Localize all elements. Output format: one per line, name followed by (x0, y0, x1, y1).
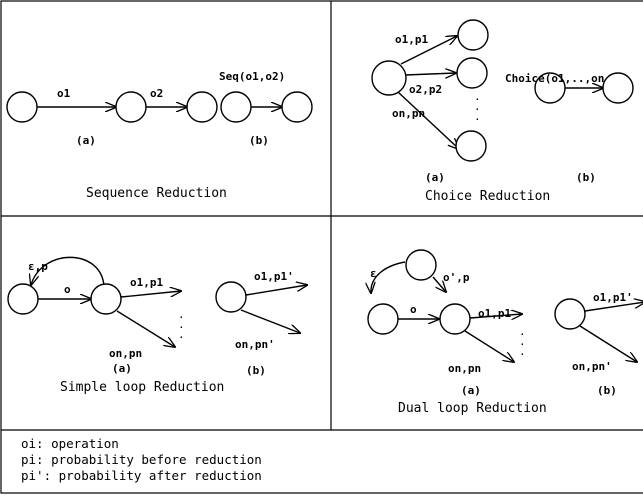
sequence-graph-a: o1 o2 (a) (6, 87, 218, 147)
choice-graph-a: . . . o1,p1 o2,p2 on,pn (a) (371, 19, 489, 184)
subfigure-label-b: (b) (246, 364, 266, 377)
state-node (534, 72, 566, 104)
edge-label-on-pn-prime: on,pn' (235, 338, 275, 351)
seq-result-label: Seq(o1,o2) (219, 70, 285, 83)
panel-caption-dual-loop: Dual loop Reduction (398, 401, 547, 416)
edge-label-on-pn-prime: on,pn' (572, 360, 612, 373)
ellipsis-dots: . (178, 318, 185, 331)
state-node (367, 303, 399, 335)
simple-loop-graph-b: o1,p1' on,pn' (b) (215, 270, 307, 377)
subfigure-label-a: (a) (461, 384, 481, 397)
choice-result-label: Choice(o1,..,on (505, 72, 604, 85)
subfigure-label-b: (b) (576, 171, 596, 184)
state-node (456, 57, 488, 89)
edge-label-o1-p1: o1,p1 (395, 33, 428, 46)
edge-label-on-pn: on,pn (109, 347, 142, 360)
sequence-panel: o1 o2 (a) Seq(o1,o2) (b) Sequence Reduct… (6, 70, 313, 201)
loop-label-epsilon-p: ε,p (28, 260, 48, 273)
state-node (7, 283, 39, 315)
edge-label-o: o (410, 303, 417, 316)
legend-item: oi: operation (21, 436, 119, 451)
dual-loop-graph-a: . . . ε o',p o o1,p1 on,pn (a) (367, 249, 526, 397)
subfigure-label-a: (a) (76, 134, 96, 147)
legend-item: pi: probability before reduction (21, 452, 262, 467)
state-node (186, 91, 218, 123)
panel-caption-choice: Choice Reduction (425, 189, 550, 204)
state-node (455, 130, 487, 162)
subfigure-label-a: (a) (425, 171, 445, 184)
state-node (6, 91, 38, 123)
loop-label-o-prime-p: o',p (443, 271, 470, 284)
edge-label-on-pn: on,pn (392, 107, 425, 120)
state-node (281, 91, 313, 123)
state-node (371, 60, 407, 96)
dual-loop-panel: . . . ε o',p o o1,p1 on,pn (a) o1,p1' on… (367, 249, 643, 416)
state-node (215, 281, 247, 313)
state-node (90, 283, 122, 315)
state-node (439, 303, 471, 335)
state-node (220, 91, 252, 123)
edge-label-o2: o2 (150, 87, 163, 100)
edge-label-o1-p1: o1,p1 (478, 307, 511, 320)
ellipsis-dots: . (519, 345, 526, 358)
panel-caption-simple-loop: Simple loop Reduction (60, 380, 224, 395)
legend: oi: operation pi: probability before red… (21, 436, 262, 483)
simple-loop-graph-a: . . . ε,p o o1,p1 on,pn (a) (7, 256, 185, 375)
edge-label-o1-p1-prime: o1,p1' (593, 291, 633, 304)
state-node (602, 72, 634, 104)
subfigure-label-b: (b) (249, 134, 269, 147)
state-node (554, 298, 586, 330)
edge-label-o1: o1 (57, 87, 71, 100)
ellipsis-dots: . (474, 110, 481, 123)
ellipsis-dots: . (474, 100, 481, 113)
edge-label-o: o (64, 283, 71, 296)
choice-graph-b: Choice(o1,..,on (b) (505, 72, 634, 184)
subfigure-label-a: (a) (112, 362, 132, 375)
state-node (405, 249, 437, 281)
edge-label-o1-p1-prime: o1,p1' (254, 270, 294, 283)
edge-label-o2-p2: o2,p2 (409, 83, 442, 96)
ellipsis-dots: . (178, 328, 185, 341)
ellipsis-dots: . (519, 325, 526, 338)
ellipsis-dots: . (474, 90, 481, 103)
loop-label-epsilon: ε (370, 267, 377, 280)
simple-loop-panel: . . . ε,p o o1,p1 on,pn (a) o1,p1' on,pn… (7, 256, 307, 395)
ellipsis-dots: . (178, 308, 185, 321)
dual-loop-graph-b: o1,p1' on,pn' (b) (554, 291, 643, 397)
state-node (457, 19, 489, 51)
edge-label-o1-p1: o1,p1 (130, 276, 163, 289)
ellipsis-dots: . (519, 335, 526, 348)
panel-caption-sequence: Sequence Reduction (86, 186, 227, 201)
choice-panel: . . . o1,p1 o2,p2 on,pn (a) Choice(o1,..… (371, 19, 634, 204)
edge-label-on-pn: on,pn (448, 362, 481, 375)
state-node (115, 91, 147, 123)
sequence-graph-b: Seq(o1,o2) (b) (219, 70, 313, 147)
legend-item: pi': probability after reduction (21, 468, 262, 483)
subfigure-label-b: (b) (597, 384, 617, 397)
